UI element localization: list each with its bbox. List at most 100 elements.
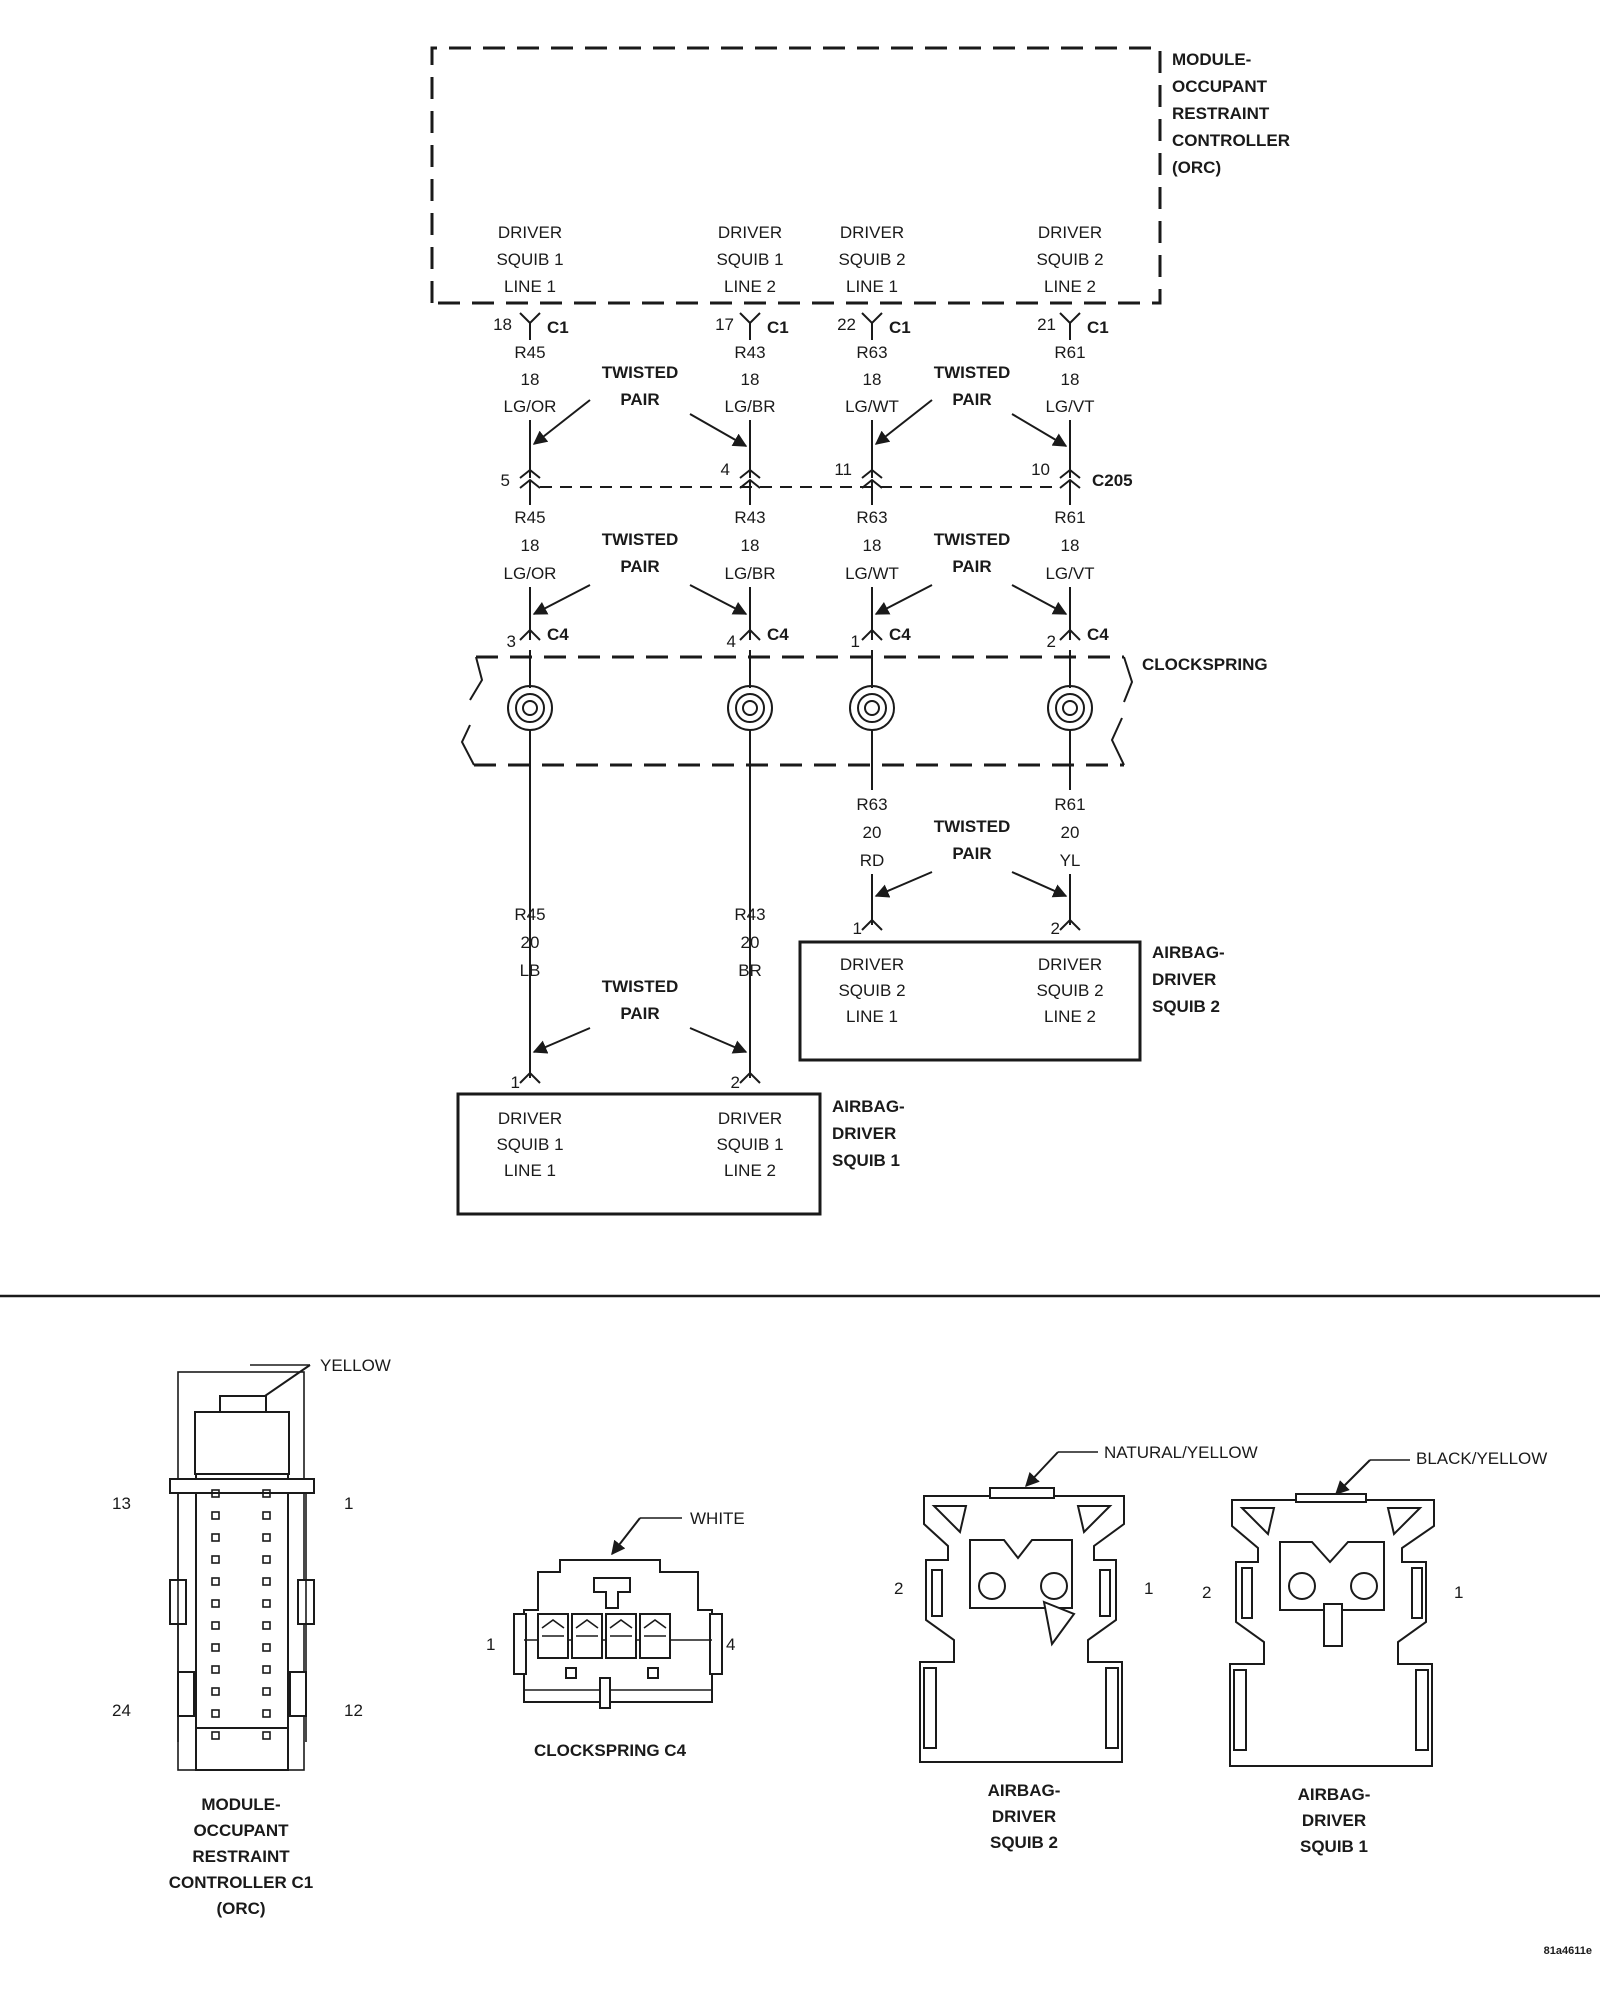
orc-c1-connector-view: YELLOW 13 1 24 12 [112,1356,391,1918]
orc-pin-text: SQUIB 1 [716,250,783,269]
wire-labels-middle: R45 18 LG/OR R43 18 LG/BR R63 18 LG/WT R… [504,508,1095,583]
circuit-label: R61 [1054,795,1085,814]
gauge-label: 20 [1061,823,1080,842]
color-label: RD [860,851,885,870]
c1-connector-id: C1 [767,318,789,337]
clockspring-label: CLOCKSPRING [1142,655,1268,674]
twisted-pair-text: PAIR [620,390,659,409]
squib2-conn-pin-label: 1 [1144,1579,1153,1598]
color-label: LB [520,961,541,980]
c4-pin-label: 1 [486,1635,495,1654]
squib2-conn-title-line: SQUIB 2 [990,1833,1058,1852]
circuit-label: R63 [856,343,887,362]
orc-title-line: CONTROLLER [1172,131,1290,150]
squib2-title-line: DRIVER [1152,970,1216,989]
circuit-label: R61 [1054,343,1085,362]
orc-c1-title-line: MODULE- [201,1795,280,1814]
c1-pin-number: 22 [837,315,856,334]
c205-pin-number: 5 [501,471,510,490]
clockspring: CLOCKSPRING [460,650,1268,1060]
c1-connector-id: C1 [889,318,911,337]
gauge-label: 20 [741,933,760,952]
c205-connector: 5 4 11 10 C205 [501,460,1133,498]
c205-pin-number: 4 [721,460,730,479]
squib1-pin-text: LINE 2 [724,1161,776,1180]
color-label: LG/WT [845,397,899,416]
orc-pin-text: LINE 2 [724,277,776,296]
orc-c1-title-line: RESTRAINT [192,1847,290,1866]
c4-pin-label: 4 [726,1635,735,1654]
c4-connector-row: 3 C4 4 C4 1 C4 2 C4 [507,625,1110,651]
orc-c1-color-label: YELLOW [320,1356,391,1375]
circuit-label: R45 [514,508,545,527]
squib2-pin-text: SQUIB 2 [838,981,905,1000]
orc-pin-text: LINE 1 [846,277,898,296]
orc-pin-text: DRIVER [718,223,782,242]
squib2-pin-text: SQUIB 2 [1036,981,1103,1000]
squib1-pin-text: LINE 1 [504,1161,556,1180]
pin-grid [211,1489,271,1740]
squib2-title-line: SQUIB 2 [1152,997,1220,1016]
squib2-title-line: AIRBAG- [1152,943,1225,962]
squib1-conn-title-line: DRIVER [1302,1811,1366,1830]
c1-terminal: 17 C1 [715,312,789,337]
c4-connector-id: C4 [547,625,569,644]
airbag-squib2-connector-view: NATURAL/YELLOW 2 1 AIRBAG- DRIVER SQUIB … [894,1443,1258,1852]
twisted-pair-text: PAIR [952,844,991,863]
orc-pin-text: LINE 1 [504,277,556,296]
squib2-terminals: 1 2 [853,874,1081,938]
squib1-title-line: SQUIB 1 [832,1151,900,1170]
spiral-coil-icon [849,650,895,790]
twisted-pair-text: TWISTED [602,977,679,996]
squib1-terminals: 1 2 [511,984,761,1092]
color-label: LG/WT [845,564,899,583]
squib2-pin-text: DRIVER [1038,955,1102,974]
squib2-pin-number: 1 [853,919,862,938]
squib1-conn-pin-label: 1 [1454,1583,1463,1602]
color-label: LG/VT [1045,564,1094,583]
airbag-squib1-box: DRIVER SQUIB 1 LINE 1 DRIVER SQUIB 1 LIN… [456,1092,905,1216]
c4-connector-id: C4 [1087,625,1109,644]
squib2-conn-title-line: DRIVER [992,1807,1056,1826]
c1-terminal: 18 C1 [493,312,569,337]
c205-pin-number: 11 [834,460,852,479]
orc-title-line: RESTRAINT [1172,104,1270,123]
color-label: YL [1060,851,1081,870]
squib1-title-line: AIRBAG- [832,1097,905,1116]
twisted-pair-text: PAIR [952,390,991,409]
orc-c1-pin-label: 1 [344,1494,353,1513]
gauge-label: 18 [741,370,760,389]
orc-pin-text: DRIVER [840,223,904,242]
c205-connector-id: C205 [1092,471,1133,490]
twisted-pair-text: PAIR [620,557,659,576]
circuit-label: R43 [734,343,765,362]
squib2-pin-text: DRIVER [840,955,904,974]
orc-title-line: MODULE- [1172,50,1251,69]
twisted-pair-text: TWISTED [602,530,679,549]
c1-pin-number: 17 [715,315,734,334]
color-label: LG/VT [1045,397,1094,416]
gauge-label: 18 [863,370,882,389]
twisted-pair-annotation: TWISTED PAIR TWISTED PAIR [532,530,1068,615]
twisted-pair-annotation: TWISTED PAIR [532,977,748,1054]
squib1-conn-pin-label: 2 [1202,1583,1211,1602]
c205-pin-number: 10 [1031,460,1050,479]
squib2-wire-labels: R63 20 RD R61 20 YL [856,795,1085,870]
twisted-pair-text: TWISTED [934,363,1011,382]
squib2-conn-title-line: AIRBAG- [988,1781,1061,1800]
c1-terminal: 21 C1 [1037,312,1109,337]
wire-labels-upper: R45 18 LG/OR R43 18 LG/BR R63 18 LG/WT R… [504,343,1095,416]
orc-c1-pin-label: 13 [112,1494,131,1513]
c4-color-label: WHITE [690,1509,745,1528]
orc-pin-text: DRIVER [1038,223,1102,242]
orc-pin-label: DRIVER SQUIB 2 LINE 2 [1036,223,1103,296]
c1-connector-id: C1 [1087,318,1109,337]
squib1-pin-text: SQUIB 1 [716,1135,783,1154]
clockspring-c4-connector-view: WHITE 1 4 CLOCKSPRING C4 [486,1509,745,1760]
c4-pin-number: 3 [507,632,516,651]
gauge-label: 20 [863,823,882,842]
c4-connector-id: C4 [767,625,789,644]
orc-pin-label: DRIVER SQUIB 1 LINE 1 [496,223,563,296]
orc-c1-title-line: OCCUPANT [193,1821,289,1840]
